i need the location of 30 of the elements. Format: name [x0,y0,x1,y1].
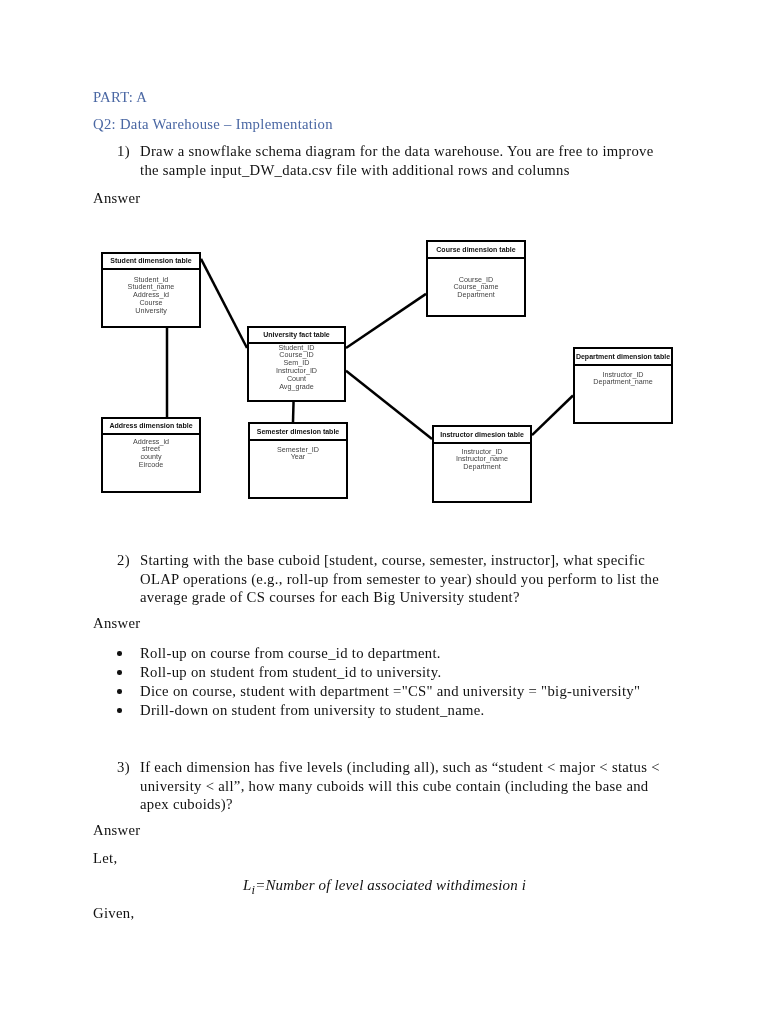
list-number: 3) [117,758,130,776]
connector-line [165,328,169,417]
list-item-text: Roll-up on student from student_id to university. [140,663,442,681]
list-number: 2) [117,551,130,569]
answer-heading: Answer [93,821,141,839]
answer-heading: Answer [93,189,141,207]
formula-text: L$_{i}$=Number of level associated withdimesion i [243,876,527,899]
section-heading: Q2: Data Warehouse – Implementation [93,115,333,133]
question-text: Draw a snowflake schema diagram for the data warehouse. You are free to improve the sample input_DW_data.csv file with additional rows and columns [140,142,655,180]
body-text: Given, [93,904,135,922]
section-heading: PART: A [93,88,148,106]
list-item-text: Roll-up on course from course_id to department. [140,644,441,662]
table-box [248,422,348,499]
connector-line [291,401,295,423]
connector-line [531,394,574,437]
question-text: Starting with the base cuboid [student, course, semester, instructor], what specific OLAP operations (e.g., roll-up from semester to year) should you perform to list the average grade of CS courses for each Big University student? [140,551,661,607]
table-box [426,240,526,317]
answer-heading: Answer [93,614,141,632]
list-item-text: Drill-down on student from university to student_name. [140,701,485,719]
table-box [101,252,201,328]
table-box [247,326,346,402]
question-text: If each dimension has five levels (including all), such as “student < major < status < university < all”, how many cuboids will this cube contain (including the base and apex cuboids)? [140,758,661,814]
list-number: 1) [117,142,130,160]
list-item-text: Dice on course, student with department ="CS" and university = "big-university" [140,682,641,700]
table-box [101,417,201,493]
table-box [573,347,673,424]
connector-line [345,369,433,440]
connector-line [345,292,427,350]
table-box [432,425,532,503]
body-text: Let, [93,849,118,867]
